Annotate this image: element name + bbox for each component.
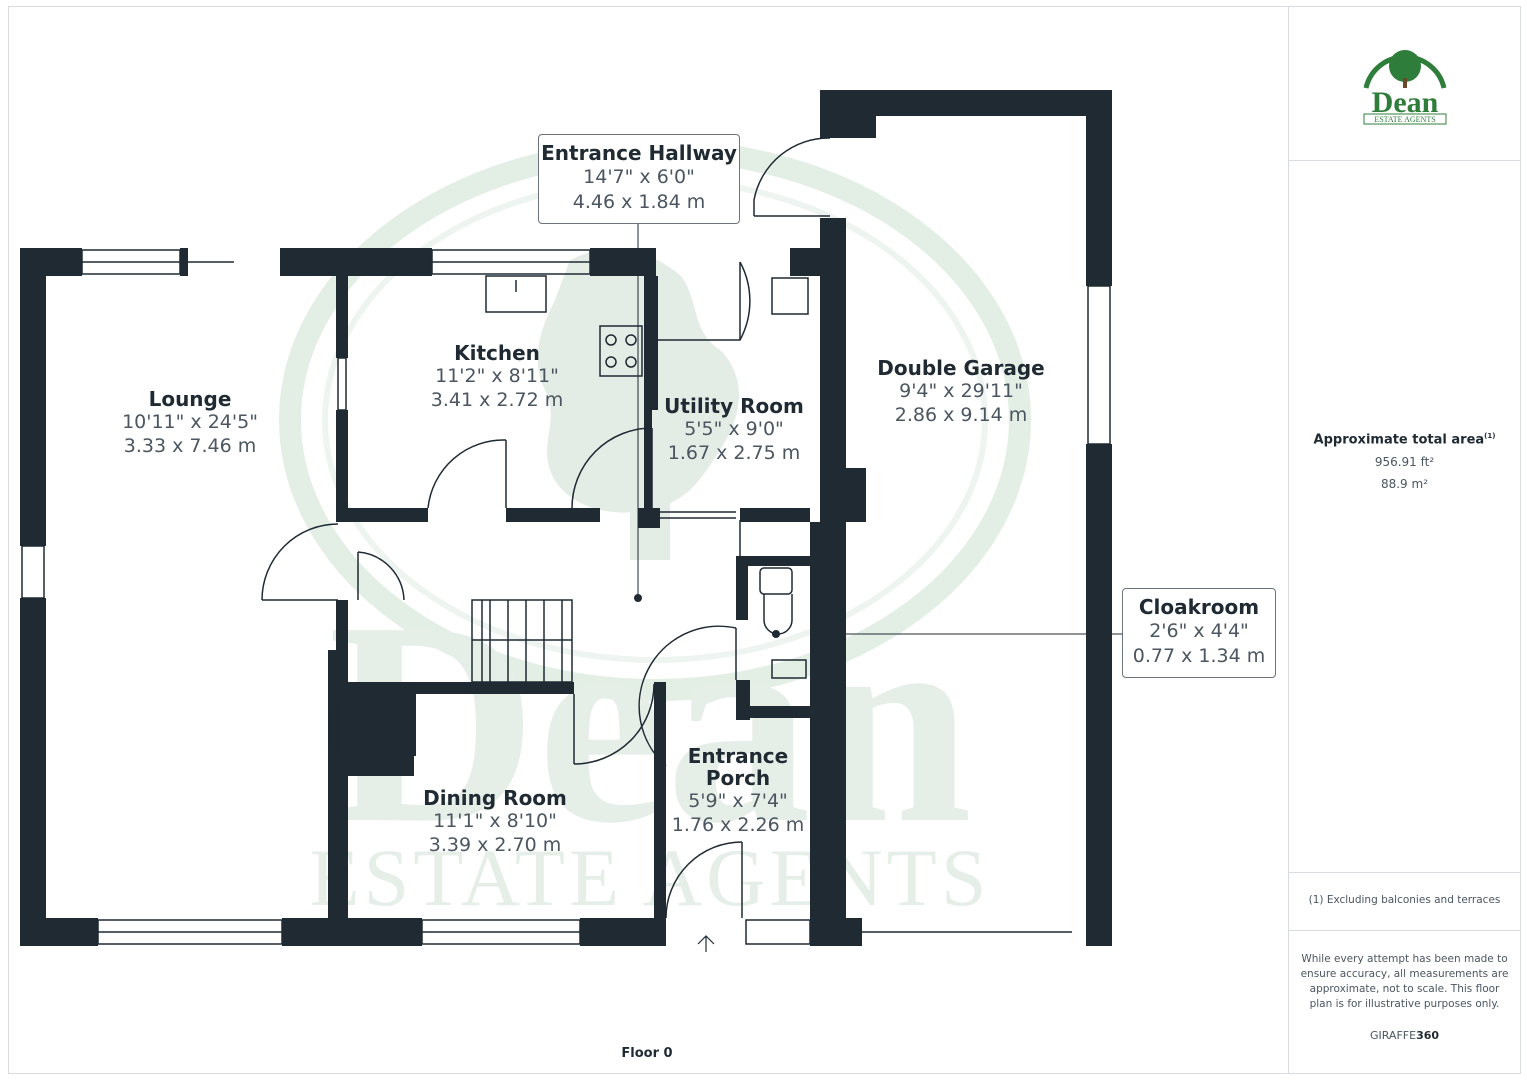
room-label-lounge: Lounge 10'11" x 24'5" 3.33 x 7.46 m <box>90 388 290 458</box>
entrance-arrow-icon <box>697 935 715 952</box>
disclaimer-line: plan is for illustrative purposes only. <box>1309 998 1500 1010</box>
area-title-text: Approximate total area <box>1313 432 1485 448</box>
room-name: Cloakroom <box>1138 595 1260 619</box>
area-note-mark: (1) <box>1484 432 1496 440</box>
brand-credit: GIRAFFE360 <box>1288 1029 1521 1042</box>
room-size-imperial: 9'4" x 29'11" <box>899 380 1023 402</box>
room-label-porch: Entrance Porch 5'9" x 7'4" 1.76 x 2.26 m <box>656 745 820 837</box>
room-name: Entrance Hallway <box>541 141 737 165</box>
watermark-name: Dean <box>328 562 972 883</box>
walls <box>20 90 1112 946</box>
room-size-imperial: 14'7" x 6'0" <box>583 166 695 188</box>
room-size-imperial: 10'11" x 24'5" <box>122 411 258 433</box>
callout-lines <box>637 224 1122 635</box>
room-name: Kitchen <box>454 341 540 365</box>
company-logo: Dean ESTATE AGENTS <box>1363 50 1447 125</box>
room-size-metric: 3.41 x 2.72 m <box>430 389 564 411</box>
room-size-metric: 3.33 x 7.46 m <box>123 435 257 457</box>
disclaimer-line: approximate, not to scale. This floor <box>1309 983 1500 995</box>
area-sqft: 956.91 ft² <box>1374 455 1435 470</box>
room-name-line1: Entrance <box>687 744 789 768</box>
room-label-garage: Double Garage 9'4" x 29'11" 2.86 x 9.14 … <box>856 357 1066 427</box>
room-size-metric: 0.77 x 1.34 m <box>1132 645 1266 667</box>
disclaimer-line: ensure accuracy, all measurements are <box>1300 968 1509 980</box>
callout-cloakroom: Cloakroom 2'6" x 4'4" 0.77 x 1.34 m <box>1122 588 1276 678</box>
area-title: Approximate total area(1) <box>1288 432 1521 447</box>
room-size-metric: 1.76 x 2.26 m <box>671 814 805 836</box>
page-frame <box>8 6 1521 1074</box>
disclaimer-line: While every attempt has been made to <box>1301 953 1508 965</box>
area-sqm: 88.9 m² <box>1380 477 1429 492</box>
room-size-imperial: 2'6" x 4'4" <box>1149 620 1249 642</box>
cloakroom-marker <box>772 630 780 638</box>
room-size-metric: 3.39 x 2.70 m <box>428 834 562 856</box>
brand-prefix: GIRAFFE <box>1369 1029 1417 1042</box>
room-size-imperial: 11'1" x 8'10" <box>433 810 557 832</box>
room-size-imperial: 5'9" x 7'4" <box>688 790 788 812</box>
windows <box>21 249 1111 945</box>
footnote: (1) Excluding balconies and terraces <box>1308 894 1501 906</box>
disclaimer: While every attempt has been made to ens… <box>1288 952 1521 1012</box>
room-size-imperial: 5'5" x 9'0" <box>684 418 784 440</box>
logo-sub: ESTATE AGENTS <box>1374 115 1435 124</box>
sidebar-rule <box>1288 160 1521 161</box>
doors <box>261 137 831 919</box>
room-size-metric: 4.46 x 1.84 m <box>572 191 706 213</box>
hallway-marker <box>634 594 642 602</box>
room-size-metric: 2.86 x 9.14 m <box>894 404 1028 426</box>
room-label-utility: Utility Room 5'5" x 9'0" 1.67 x 2.75 m <box>654 395 814 465</box>
watermark-sub: ESTATE AGENTS <box>310 832 991 923</box>
room-name: Lounge <box>148 387 232 411</box>
staircase <box>471 599 573 683</box>
brand-suffix: 360 <box>1416 1029 1440 1042</box>
callout-hallway: Entrance Hallway 14'7" x 6'0" 4.46 x 1.8… <box>538 134 740 224</box>
room-label-kitchen: Kitchen 11'2" x 8'11" 3.41 x 2.72 m <box>397 342 597 412</box>
area-summary: Approximate total area(1) 956.91 ft² 88.… <box>1288 432 1521 495</box>
sidebar-rule <box>1288 930 1521 931</box>
room-name: Double Garage <box>877 356 1045 380</box>
room-label-dining: Dining Room 11'1" x 8'10" 3.39 x 2.70 m <box>395 787 595 857</box>
floor-label: Floor 0 <box>621 1046 673 1061</box>
room-size-imperial: 11'2" x 8'11" <box>435 365 559 387</box>
room-size-metric: 1.67 x 2.75 m <box>667 442 801 464</box>
room-name: Utility Room <box>664 394 804 418</box>
room-name-line2: Porch <box>705 766 771 790</box>
sidebar-divider <box>1288 6 1289 1074</box>
sidebar-rule <box>1288 872 1521 873</box>
room-name: Dining Room <box>423 786 567 810</box>
fixtures <box>329 275 809 751</box>
